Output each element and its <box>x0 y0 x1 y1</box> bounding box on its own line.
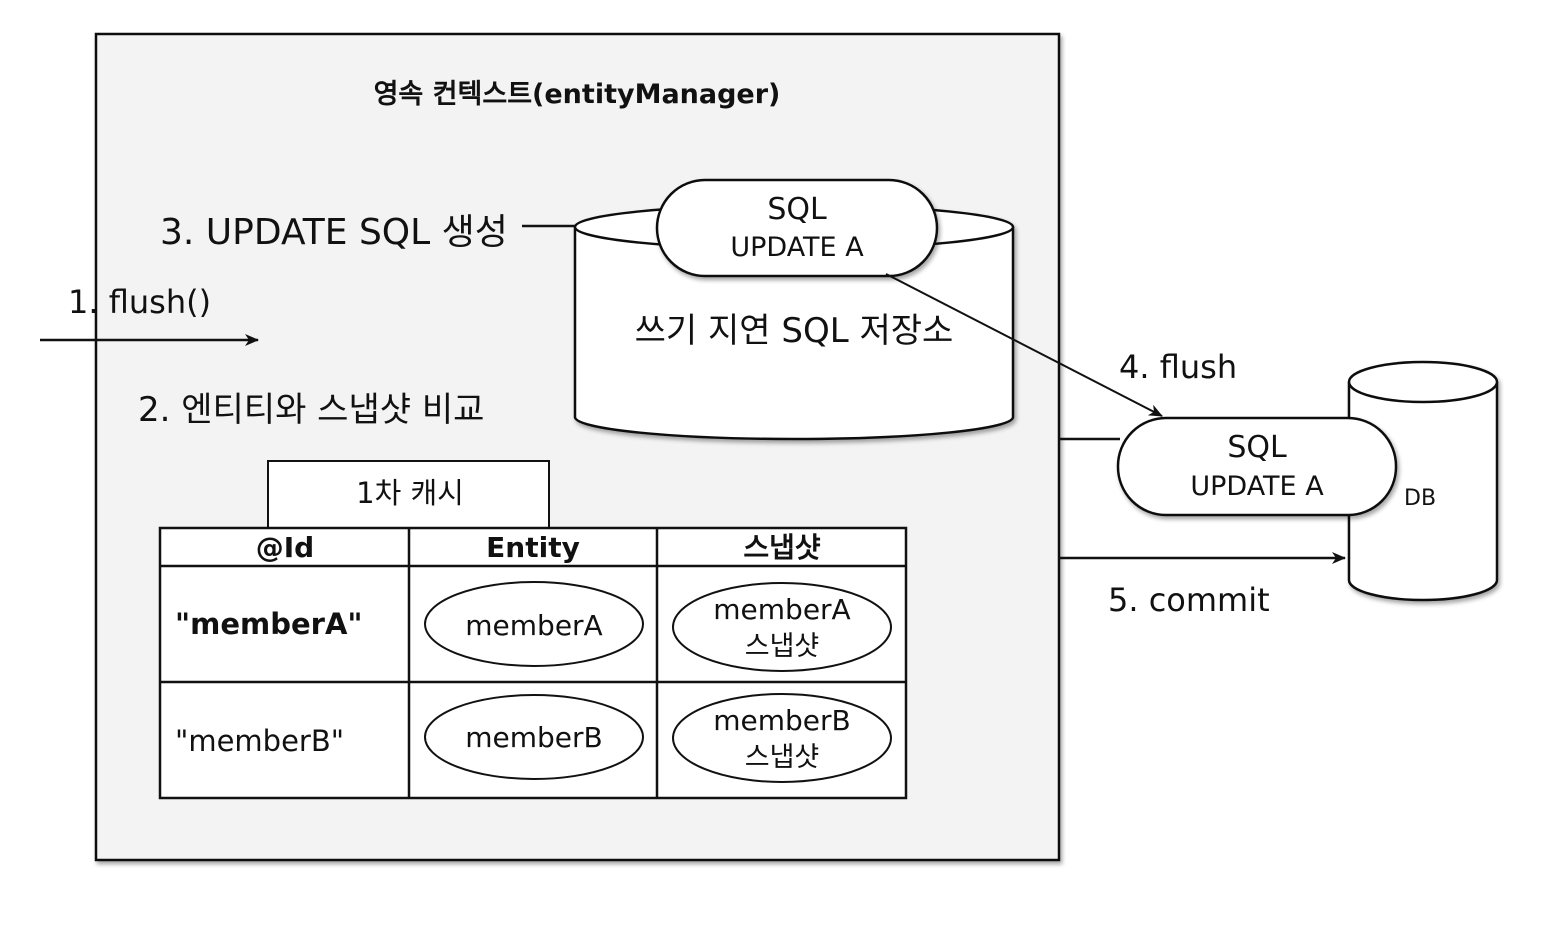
row-b-snapshot-oval <box>672 693 892 783</box>
row-b-entity-oval <box>424 694 644 780</box>
step1-label: 1. flush() <box>68 283 211 321</box>
row-b-snapshot-line2: 스냅샷 <box>745 742 820 773</box>
row-a-id: "memberA" <box>175 607 363 641</box>
db-label: DB <box>1404 486 1436 511</box>
row-a-snapshot-line2: 스냅샷 <box>745 631 820 662</box>
row-b-entity: memberB <box>465 721 603 754</box>
row-a-snapshot-line1: memberA <box>713 593 850 626</box>
cache-title-tab <box>267 460 550 530</box>
row-b-snapshot-line1: memberB <box>713 704 851 737</box>
stored-sql-line1: SQL <box>767 192 827 227</box>
step4-label: 4. flush <box>1119 348 1237 386</box>
sql-store-label: 쓰기 지연 SQL 저장소 <box>635 311 954 351</box>
step3-label: 3. UPDATE SQL 생성 <box>160 212 508 253</box>
row-a-entity: memberA <box>465 609 602 642</box>
stored-sql-item <box>655 178 939 278</box>
row-a-entity-oval <box>424 581 644 667</box>
header-entity: Entity <box>486 531 580 564</box>
flush-to-db-arrow <box>885 273 1163 417</box>
header-snapshot: 스냅샷 <box>743 531 821 564</box>
step2-label: 2. 엔티티와 스냅샷 비교 <box>138 390 484 430</box>
transit-sql-line2: UPDATE A <box>1190 471 1324 502</box>
row-b-id: "memberB" <box>175 724 344 758</box>
row-a-snapshot-oval <box>672 582 892 672</box>
transit-sql-item <box>1116 416 1398 517</box>
transit-sql-line1: SQL <box>1227 430 1287 465</box>
context-title: 영속 컨텍스트(entityManager) <box>374 79 781 110</box>
cache-title: 1차 캐시 <box>356 476 464 510</box>
header-id: @Id <box>256 531 314 564</box>
stored-sql-line2: UPDATE A <box>730 232 864 263</box>
step5-label: 5. commit <box>1108 581 1270 619</box>
